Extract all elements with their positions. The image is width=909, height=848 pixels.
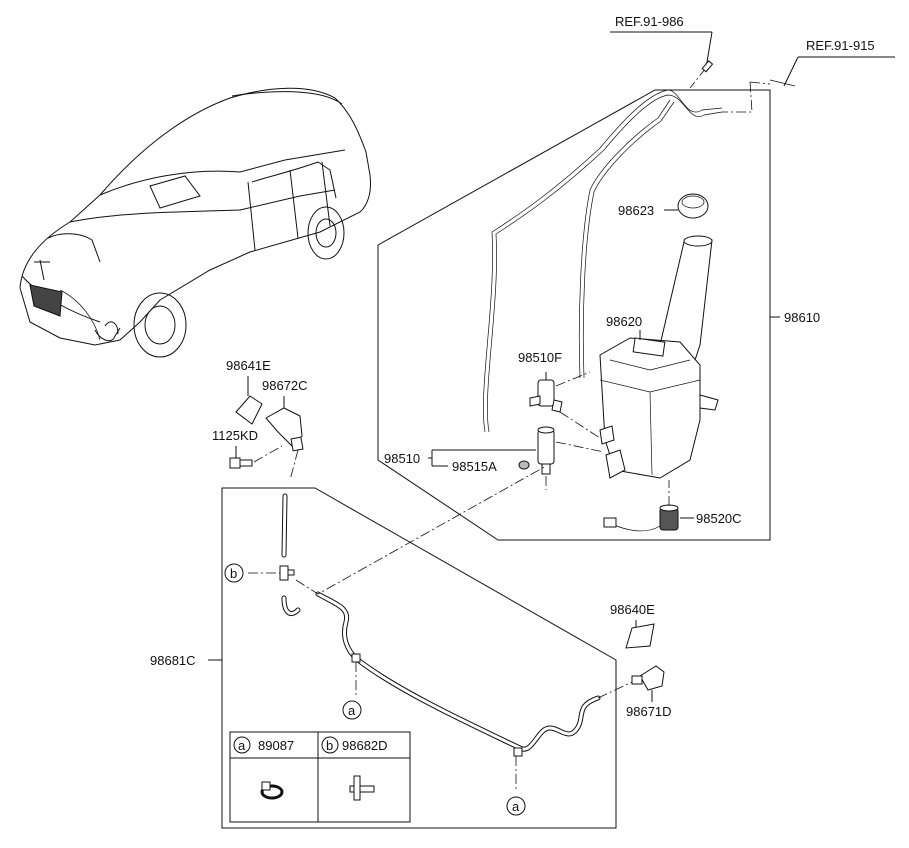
label-98671D: 98671D: [626, 704, 672, 719]
y-connector-icon: [349, 775, 375, 801]
label-98641E: 98641E: [226, 358, 271, 373]
legend-b-symbol: b: [326, 738, 333, 753]
bolt: [229, 457, 253, 469]
hose-clip: [513, 747, 523, 757]
hose-clip-icon: [260, 781, 284, 800]
label-98510F: 98510F: [518, 350, 562, 365]
nozzle-cap-rh: [625, 623, 655, 649]
level-sensor: [603, 504, 679, 532]
washer-tube: [483, 89, 723, 433]
washer-pump-front: [529, 372, 563, 413]
label-ref-91-986: REF.91-986: [615, 14, 684, 29]
reservoir-group-outline: [377, 89, 771, 541]
legend-b-part: 98682D: [342, 738, 388, 753]
callout-b: b: [230, 566, 237, 581]
suv-vehicle-icon: [19, 87, 371, 358]
label-98510: 98510: [384, 451, 420, 466]
reservoir-cap: [677, 193, 709, 219]
washer-pump: [537, 426, 555, 475]
hose-group-outline: [221, 487, 617, 829]
label-98520C: 98520C: [696, 511, 742, 526]
label-98623: 98623: [618, 203, 654, 218]
label-98640E: 98640E: [610, 602, 655, 617]
label-98681C: 98681C: [150, 653, 196, 668]
callout-a-2: a: [512, 799, 520, 814]
hose-clip: [351, 653, 361, 663]
grommet: [518, 460, 530, 470]
washer-nozzle-lh: [265, 407, 303, 447]
label-98672C: 98672C: [262, 378, 308, 393]
parts-legend-table: a 89087 b 98682D: [229, 731, 411, 823]
nozzle-cap-lh: [235, 395, 263, 425]
y-connector: [279, 565, 295, 581]
label-98620: 98620: [606, 314, 642, 329]
washer-nozzle-rh: [639, 665, 665, 691]
label-98610: 98610: [784, 310, 820, 325]
label-ref-91-915: REF.91-915: [806, 38, 875, 53]
washer-hose: [281, 493, 601, 752]
label-98515A: 98515A: [452, 459, 497, 474]
legend-a-part: 89087: [258, 738, 294, 753]
callout-a-1: a: [348, 703, 356, 718]
label-1125KD: 1125KD: [212, 428, 258, 443]
legend-a-symbol: a: [238, 738, 246, 753]
